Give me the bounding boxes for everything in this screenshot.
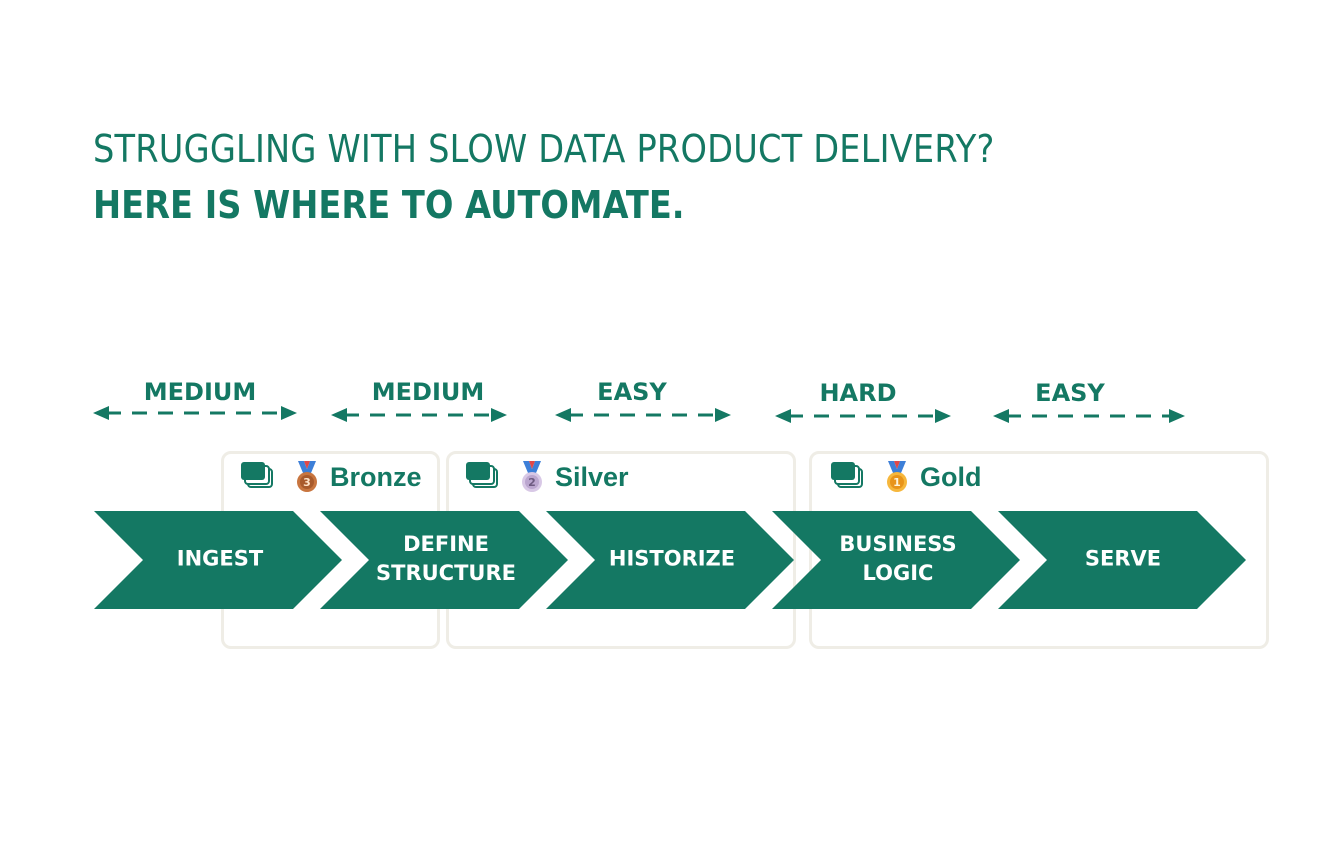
chevron-step-business-logic: [772, 511, 1020, 609]
page-title-line-1: STRUGGLING WITH SLOW DATA PRODUCT DELIVE…: [93, 127, 995, 171]
arrowhead-left-icon: [93, 406, 109, 420]
bronze-medal-icon: 3: [297, 461, 317, 492]
step-label-serve: SERVE: [1085, 545, 1161, 574]
difficulty-label-business-logic: HARD: [819, 379, 897, 407]
arrowhead-left-icon: [993, 409, 1009, 423]
silver-layer-header: 2 Silver: [465, 460, 629, 494]
bronze-layer-header: 3 Bronze: [240, 460, 422, 494]
chevron-step-define-structure: [320, 511, 568, 609]
stacked-layers-icon: [241, 462, 273, 488]
step-label-line: LOGIC: [862, 561, 934, 585]
stacked-layers-icon: [831, 462, 863, 488]
chevron-step-serve: [998, 511, 1246, 609]
arrowhead-right-icon: [1169, 409, 1185, 423]
step-label-line: BUSINESS: [839, 532, 957, 556]
step-label-line: INGEST: [176, 546, 264, 571]
arrowhead-left-icon: [555, 408, 571, 422]
arrowhead-right-icon: [715, 408, 731, 422]
step-label-line: STRUCTURE: [376, 561, 516, 585]
difficulty-label-define-structure: MEDIUM: [371, 378, 485, 406]
step-label-line: DEFINE: [403, 532, 489, 556]
step-label-business-logic: BUSINESS LOGIC: [839, 530, 956, 588]
bronze-layer-name: Bronze: [330, 461, 422, 492]
step-label-ingest: INGEST: [177, 545, 263, 574]
gold-medal-icon: 1: [887, 461, 907, 492]
chevron-step-ingest: [94, 511, 342, 609]
silver-layer-name: Silver: [555, 461, 629, 492]
arrowhead-right-icon: [935, 409, 951, 423]
gold-layer-header: 1 Gold: [830, 460, 982, 494]
svg-text:3: 3: [303, 476, 311, 489]
arrowhead-left-icon: [775, 409, 791, 423]
step-label-historize: HISTORIZE: [609, 545, 735, 574]
arrowhead-left-icon: [331, 408, 347, 422]
gold-layer-box: [809, 451, 1269, 649]
step-label-line: HISTORIZE: [608, 546, 736, 571]
gold-layer-name: Gold: [920, 461, 982, 492]
chevron-step-historize: [546, 511, 794, 609]
silver-medal-icon: 2: [522, 461, 542, 492]
difficulty-label-ingest: MEDIUM: [143, 378, 257, 406]
difficulty-label-serve: EASY: [1035, 379, 1105, 407]
stacked-layers-icon: [466, 462, 498, 488]
page-title-line-2: HERE IS WHERE TO AUTOMATE.: [93, 183, 685, 227]
difficulty-label-historize: EASY: [597, 378, 667, 406]
step-label-define-structure: DEFINE STRUCTURE: [376, 530, 516, 588]
arrowhead-right-icon: [281, 406, 297, 420]
arrowhead-right-icon: [491, 408, 507, 422]
svg-text:1: 1: [893, 476, 901, 489]
svg-text:2: 2: [528, 476, 536, 489]
step-label-line: SERVE: [1084, 546, 1162, 571]
